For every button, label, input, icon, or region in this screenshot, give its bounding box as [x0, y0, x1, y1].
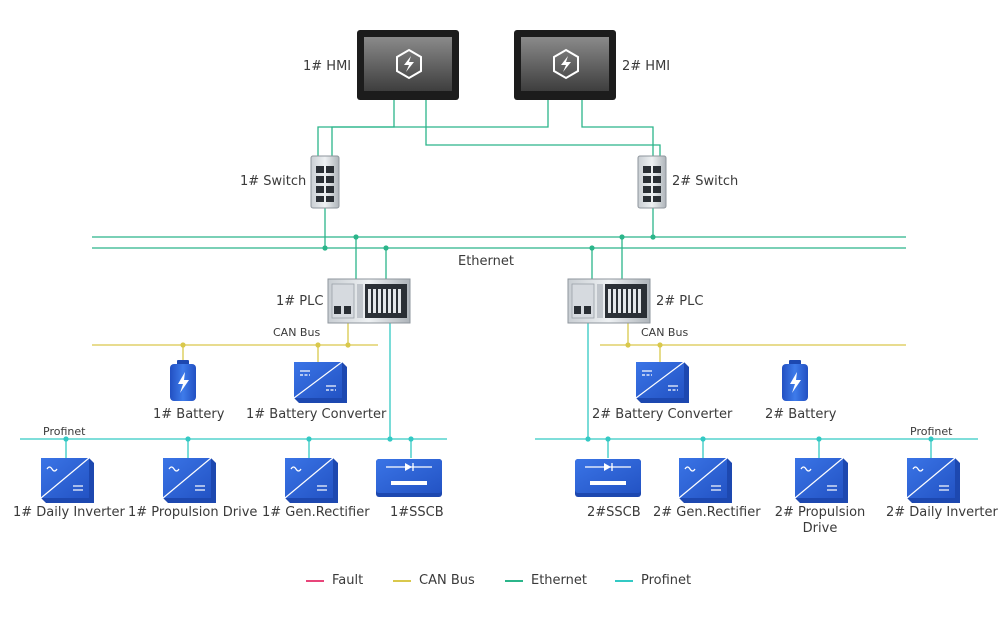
switch-1[interactable] [310, 155, 340, 209]
can-bus-wiring [92, 322, 906, 362]
daily-inverter-2-label: 2# Daily Inverter [886, 505, 998, 520]
gen-rectifier-1-label: 1# Gen.Rectifier [262, 505, 370, 520]
daily-inverter-1-label: 1# Daily Inverter [13, 505, 125, 520]
profinet-right-label: Profinet [910, 425, 953, 438]
legend-label: Ethernet [531, 573, 587, 588]
battery-converter-2-label: 2# Battery Converter [592, 407, 733, 422]
battery-converter-2[interactable] [635, 361, 689, 403]
legend: Fault CAN Bus Ethernet Profinet [0, 573, 1000, 589]
sscb-1[interactable] [376, 459, 442, 497]
can-bus-right-label: CAN Bus [641, 326, 689, 339]
hmi-2[interactable] [514, 30, 616, 100]
legend-swatch [505, 580, 523, 582]
plc-2-label: 2# PLC [656, 294, 704, 309]
legend-label: Fault [332, 573, 364, 588]
switch-2-label: 2# Switch [672, 174, 739, 189]
plc-1[interactable] [327, 278, 411, 324]
sscb-2-label: 2#SSCB [587, 505, 641, 520]
propulsion-drive-1[interactable] [162, 457, 216, 503]
sscb-1-label: 1#SSCB [390, 505, 444, 520]
gen-rectifier-2-label: 2# Gen.Rectifier [653, 505, 761, 520]
propulsion-drive-2-label: 2# Propulsion Drive [774, 505, 866, 536]
ethernet-wiring [92, 98, 906, 280]
lightning-icon [790, 372, 801, 393]
legend-swatch [306, 580, 324, 582]
legend-swatch [615, 580, 633, 582]
propulsion-drive-2[interactable] [794, 457, 848, 503]
legend-label: CAN Bus [419, 573, 475, 588]
hmi-1[interactable] [357, 30, 459, 100]
plc-2[interactable] [567, 278, 651, 324]
can-junctions [180, 342, 663, 348]
lightning-icon [178, 372, 189, 393]
propulsion-drive-1-label: 1# Propulsion Drive [128, 505, 258, 520]
hmi-2-label: 2# HMI [622, 59, 671, 74]
battery-1-label: 1# Battery [153, 407, 225, 422]
profinet-left-label: Profinet [43, 425, 86, 438]
plc-1-label: 1# PLC [276, 294, 324, 309]
battery-converter-1-label: 1# Battery Converter [246, 407, 387, 422]
daily-inverter-2[interactable] [906, 457, 960, 503]
gen-rectifier-2[interactable] [678, 457, 732, 503]
battery-1[interactable] [170, 360, 196, 401]
profinet-wiring [20, 322, 978, 458]
legend-label: Profinet [641, 573, 692, 588]
switch-2[interactable] [637, 155, 667, 209]
gen-rectifier-1[interactable] [284, 457, 338, 503]
ethernet-bus-label: Ethernet [458, 254, 514, 269]
can-bus-left-label: CAN Bus [273, 326, 321, 339]
legend-swatch [393, 580, 411, 582]
lightning-icon [553, 48, 579, 80]
battery-2-label: 2# Battery [765, 407, 837, 422]
ethernet-junctions [322, 234, 656, 251]
switch-1-label: 1# Switch [240, 174, 307, 189]
lightning-icon [396, 48, 422, 80]
battery-2[interactable] [782, 360, 808, 401]
profinet-junctions [63, 436, 934, 442]
daily-inverter-1[interactable] [40, 457, 94, 503]
hmi-1-label: 1# HMI [303, 59, 352, 74]
battery-converter-1[interactable] [293, 361, 347, 403]
sscb-2[interactable] [575, 459, 641, 497]
